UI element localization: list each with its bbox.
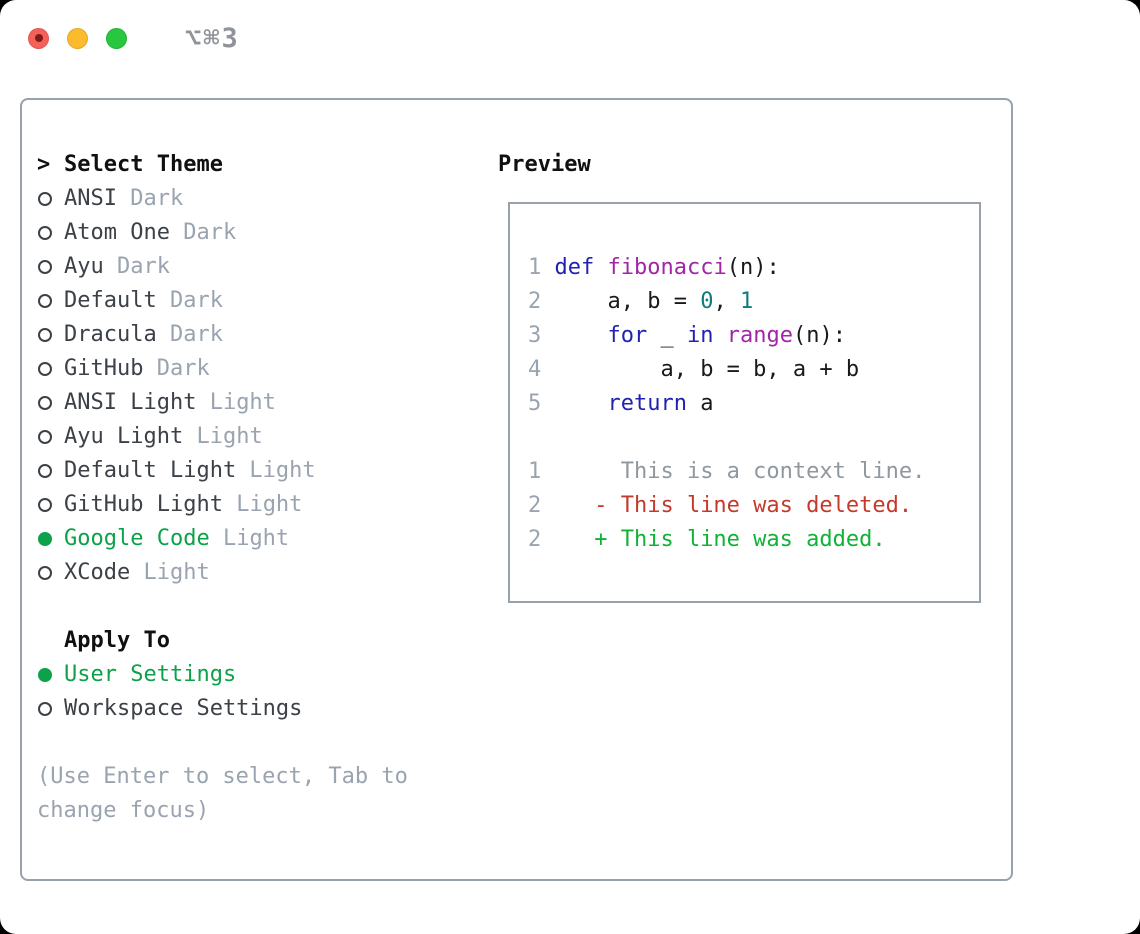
theme-variant: Light — [222, 492, 303, 517]
apply-option-user-settings[interactable]: User Settings — [37, 658, 489, 692]
theme-option-default[interactable]: Default Dark — [37, 284, 489, 318]
select-theme-header: > Select Theme — [37, 148, 489, 182]
close-button[interactable] — [28, 27, 49, 49]
theme-option-github-light[interactable]: GitHub Light Light — [37, 488, 489, 522]
code-line: 2 + This line was added. — [528, 527, 886, 552]
code-line: 2 - This line was deleted. — [528, 493, 913, 518]
theme-name: Default — [64, 288, 157, 313]
selection-prompt-icon: > — [37, 152, 51, 177]
radio-icon — [38, 498, 52, 512]
theme-name: Default Light — [64, 458, 237, 483]
theme-option-ansi[interactable]: ANSI Dark — [37, 182, 489, 216]
unsaved-indicator-dot — [34, 34, 43, 42]
apply-option-label: User Settings — [64, 662, 237, 687]
minimize-button[interactable] — [67, 27, 88, 49]
theme-variant: Light — [130, 560, 210, 585]
code-line: 1 def fibonacci(n): — [528, 255, 780, 280]
theme-option-ayu-light[interactable]: Ayu Light Light — [37, 420, 489, 454]
radio-icon — [38, 192, 52, 206]
theme-variant: Dark — [156, 322, 223, 347]
theme-variant: Dark — [103, 254, 170, 279]
theme-variant: Light — [196, 390, 276, 415]
code-line — [528, 421, 979, 455]
theme-name: Atom One — [64, 220, 170, 245]
theme-name: Ayu — [64, 254, 104, 279]
code-preview: 1 def fibonacci(n): 2 a, b = 0, 1 3 for _ … — [510, 204, 979, 557]
theme-option-default-light[interactable]: Default Light Light — [37, 454, 489, 488]
zoom-button[interactable] — [106, 27, 127, 49]
radio-icon — [38, 328, 52, 342]
theme-variant: Dark — [156, 288, 223, 313]
theme-name: GitHub Light — [64, 492, 223, 517]
code-line: 1 This is a context line. — [528, 459, 926, 484]
apply-option-label: Workspace Settings — [64, 696, 303, 721]
radio-icon — [38, 294, 52, 308]
theme-option-dracula[interactable]: Dracula Dark — [37, 318, 489, 352]
preview-title: Preview — [498, 152, 591, 177]
radio-selected-icon — [38, 668, 52, 682]
radio-icon — [38, 566, 52, 580]
theme-option-atom-one[interactable]: Atom One Dark — [37, 216, 489, 250]
apply-to-title: Apply To — [64, 628, 170, 653]
apply-option-workspace-settings[interactable]: Workspace Settings — [37, 692, 489, 726]
theme-name: ANSI — [64, 186, 117, 211]
radio-icon — [38, 362, 52, 376]
theme-option-ansi-light[interactable]: ANSI Light Light — [37, 386, 489, 420]
spacer — [37, 590, 489, 624]
theme-name: XCode — [64, 560, 131, 585]
theme-name: GitHub — [64, 356, 144, 381]
radio-icon — [38, 260, 52, 274]
radio-selected-icon — [38, 532, 52, 546]
theme-variant: Dark — [143, 356, 210, 381]
preview-box: 1 def fibonacci(n): 2 a, b = 0, 1 3 for _ … — [508, 202, 981, 603]
titlebar: ⌥⌘3 — [28, 23, 240, 54]
theme-variant: Dark — [169, 220, 237, 245]
radio-icon — [38, 226, 52, 240]
code-line: 3 for _ in range(n): — [528, 323, 846, 348]
theme-name: ANSI Light — [64, 390, 197, 415]
theme-variant: Dark — [116, 186, 184, 211]
apply-to-header: Apply To — [37, 624, 489, 658]
theme-name: Ayu Light — [64, 424, 184, 449]
theme-option-ayu[interactable]: Ayu Dark — [37, 250, 489, 284]
theme-variant: Light — [209, 526, 290, 551]
help-text: (Use Enter to select, Tab to change focu… — [37, 764, 408, 823]
radio-icon — [38, 430, 52, 444]
theme-variant: Light — [236, 458, 316, 483]
code-line: 5 return a — [528, 391, 714, 416]
select-theme-title: Select Theme — [64, 152, 223, 177]
radio-icon — [38, 396, 52, 410]
theme-option-google-code[interactable]: Google Code Light — [37, 522, 489, 556]
theme-name: Google Code — [64, 526, 210, 551]
radio-icon — [38, 702, 52, 716]
code-line: 4 a, b = b, a + b — [528, 357, 860, 382]
radio-icon — [38, 464, 52, 478]
theme-name: Dracula — [64, 322, 157, 347]
theme-variant: Light — [183, 424, 263, 449]
code-line: 2 a, b = 0, 1 — [528, 289, 754, 314]
window-title: ⌥⌘3 — [185, 22, 240, 54]
theme-option-xcode[interactable]: XCode Light — [37, 556, 489, 590]
theme-option-github[interactable]: GitHub Dark — [37, 352, 489, 386]
